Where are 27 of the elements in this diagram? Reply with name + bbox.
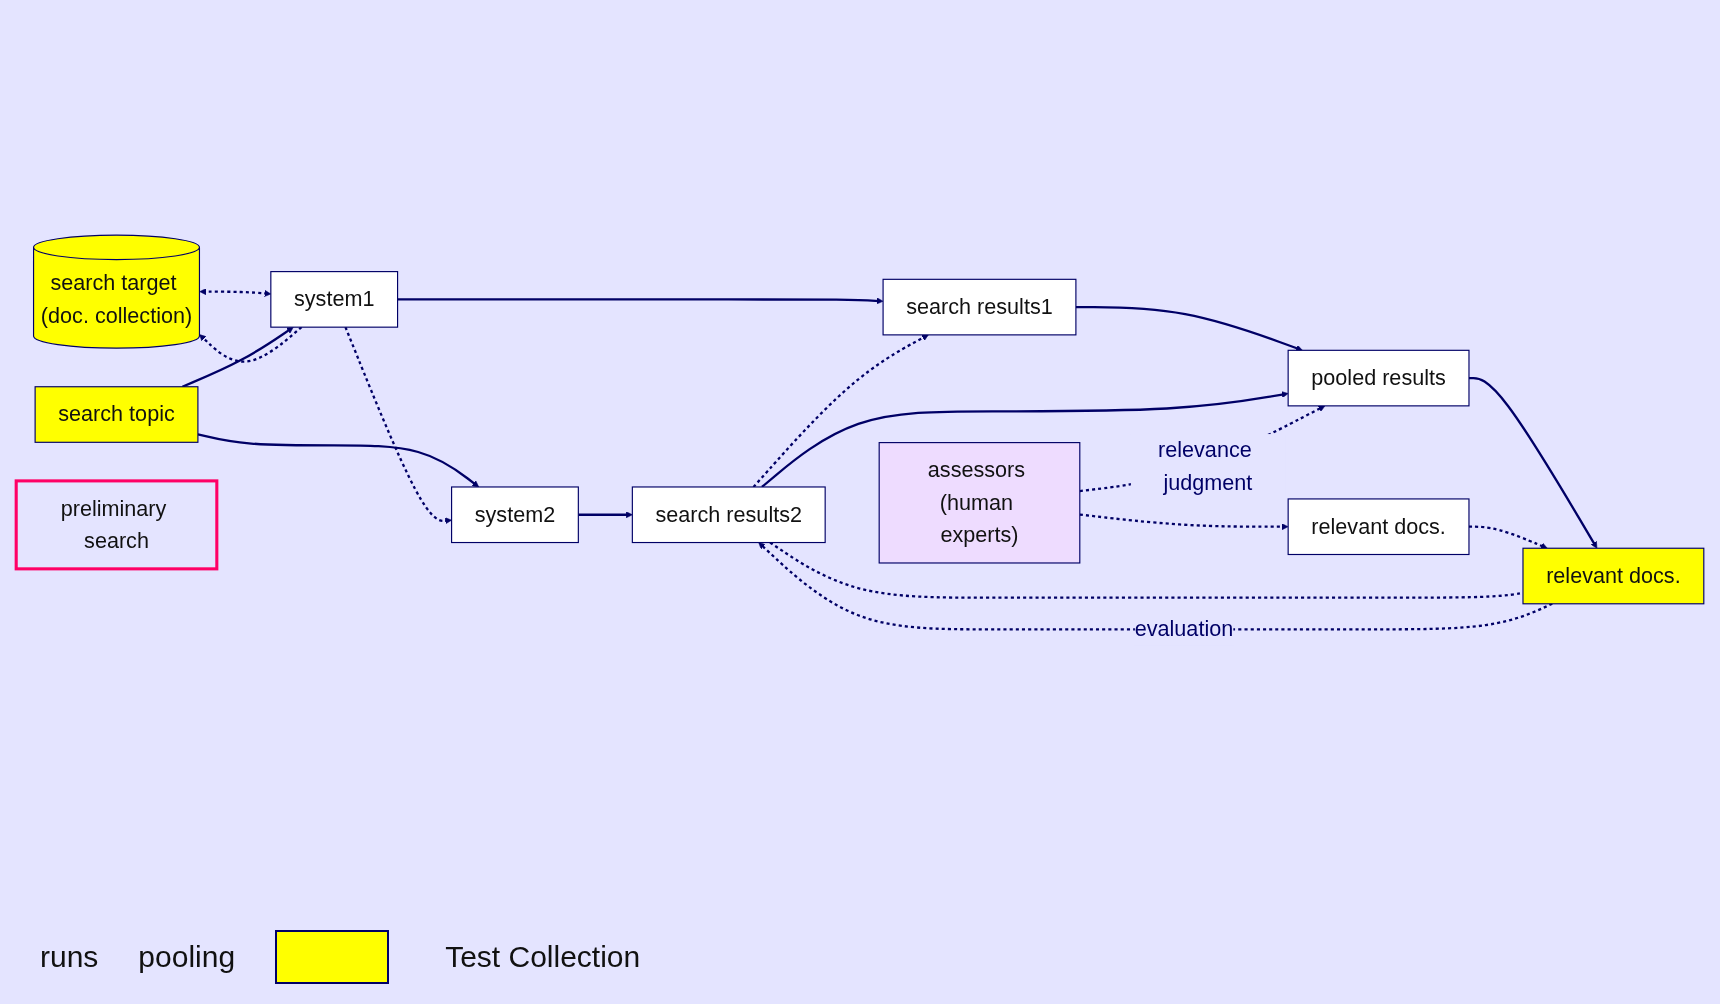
edge-label: evaluation	[1134, 616, 1234, 641]
node-box: system1	[270, 270, 399, 328]
arrow	[1079, 513, 1289, 530]
node-box: system2	[451, 486, 579, 543]
arrow	[344, 326, 452, 524]
arrow	[761, 390, 1289, 488]
node-box: assessors (human experts)	[878, 441, 1081, 564]
note-text: runs	[40, 940, 99, 974]
note-text: pooling	[138, 940, 236, 974]
arrow	[1468, 376, 1598, 549]
node-box: pooled results	[1287, 349, 1470, 407]
edge-label: relevance judgment	[1158, 437, 1253, 494]
arrow	[199, 325, 303, 363]
arrow	[181, 326, 294, 388]
node-box: search topic	[34, 385, 199, 443]
node-box: search results2	[631, 486, 826, 543]
arrow	[752, 334, 929, 488]
node-box: search results1	[882, 278, 1077, 336]
node-box: relevant docs.	[1287, 498, 1470, 555]
arrow	[758, 541, 1553, 631]
node-box: preliminary search	[14, 478, 219, 571]
legend-label: Test Collection	[445, 940, 641, 974]
arrow	[1468, 525, 1548, 549]
arrow	[397, 297, 884, 304]
node-box: relevant docs.	[1522, 547, 1705, 605]
arrow	[197, 432, 480, 487]
arrow	[578, 511, 633, 518]
